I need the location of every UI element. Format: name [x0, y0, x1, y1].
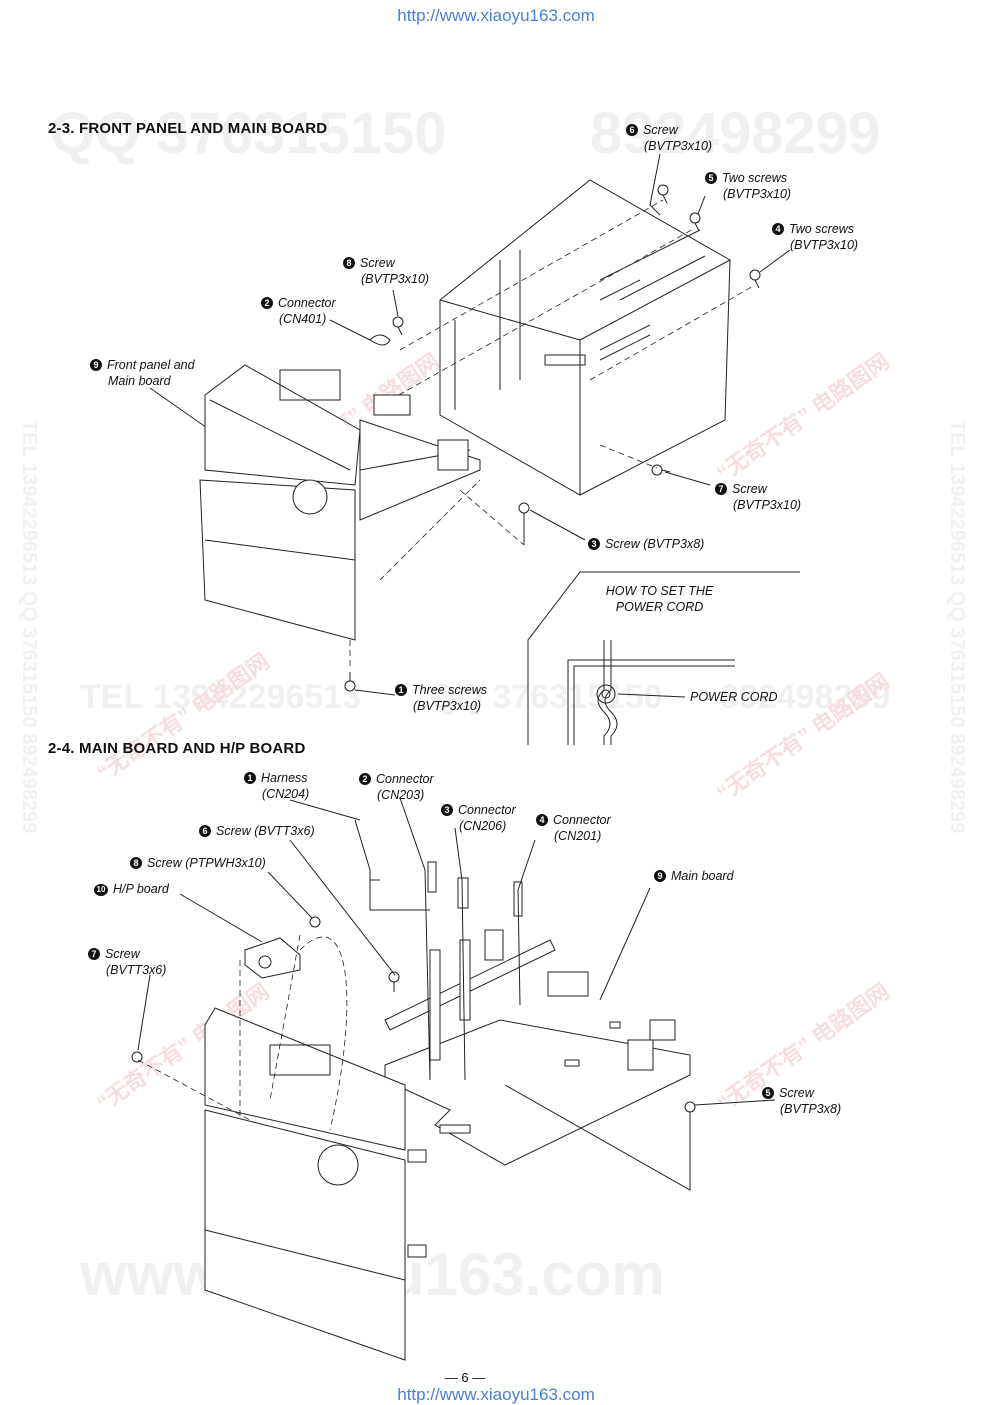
callout-number: 1 — [244, 772, 256, 784]
callout-number: 2 — [261, 297, 273, 309]
inset-title: HOW TO SET THE POWER CORD — [605, 584, 714, 614]
callout-number: 9 — [654, 870, 666, 882]
section-title-main-board: 2-4. MAIN BOARD AND H/P BOARD — [48, 740, 306, 757]
callout-number: 3 — [588, 538, 600, 550]
section-title-front-panel: 2-3. FRONT PANEL AND MAIN BOARD — [48, 120, 328, 137]
watermark-tel: TEL 13942296513 — [80, 678, 362, 716]
callout-number: 10 — [94, 884, 108, 896]
page-number: — 6 — — [444, 1370, 486, 1385]
callout-number: 9 — [90, 359, 102, 371]
callout-number: 7 — [715, 483, 727, 495]
callout-number: 3 — [441, 804, 453, 816]
callout-number: 6 — [199, 825, 211, 837]
watermark-qq: QQ 376315150 — [50, 101, 447, 166]
callout-number: 5 — [705, 172, 717, 184]
screws-section2 — [131, 916, 696, 1122]
callout-number: 8 — [343, 257, 355, 269]
front-panel-drawing-2 — [204, 1007, 427, 1361]
connectors-section2 — [354, 819, 523, 917]
footer-url[interactable]: http://www.xiaoyu163.com — [397, 1385, 595, 1404]
watermark-phone-mid: 892498299 — [720, 678, 891, 716]
callout-number: 1 — [395, 684, 407, 696]
watermark-qq-mid: QQ 376315150 — [430, 678, 663, 716]
callout-number: 4 — [536, 814, 548, 826]
label-power-cord: POWER CORD — [690, 690, 778, 704]
leader-lines-section1 — [149, 153, 791, 696]
front-panel-drawing-1 — [199, 334, 481, 641]
callout-number: 8 — [130, 857, 142, 869]
main-board-drawing — [384, 929, 691, 1166]
callout-number: 5 — [762, 1087, 774, 1099]
power-cord-inset — [527, 571, 800, 745]
callout-number: 6 — [626, 124, 638, 136]
callout-number: 2 — [359, 773, 371, 785]
header-url[interactable]: http://www.xiaoyu163.com — [397, 6, 595, 25]
screws-section1 — [344, 184, 761, 692]
hp-board-drawing — [244, 936, 348, 1131]
watermark-phone: 892498299 — [590, 101, 881, 166]
cabinet-drawing — [439, 179, 731, 496]
callout-number: 4 — [772, 223, 784, 235]
callout-number: 7 — [88, 948, 100, 960]
leader-lines-section2 — [137, 797, 776, 1191]
